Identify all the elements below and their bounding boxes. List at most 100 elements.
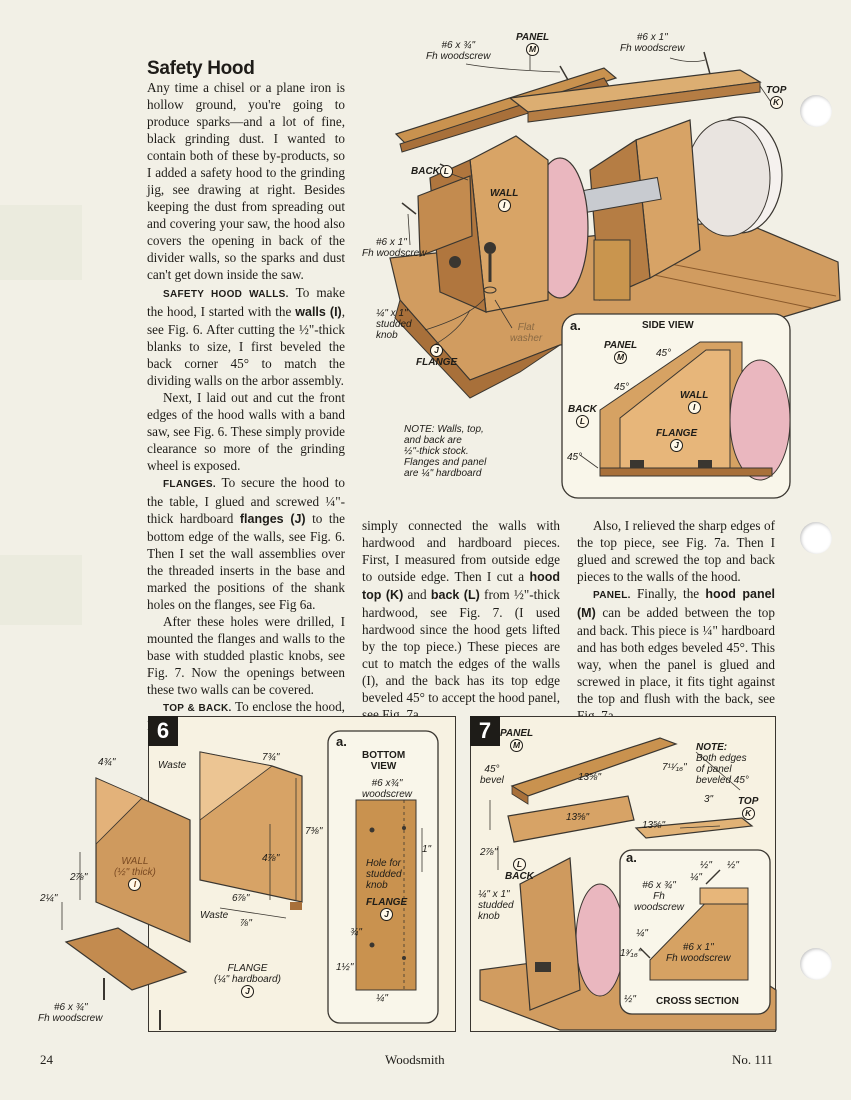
fig6-dim-label: 4¾" [98,757,116,768]
fig7-cross-title: CROSS SECTION [656,996,739,1007]
part-id-badge: L [575,415,589,428]
fig7-dim-label: 13⅝" [642,820,666,831]
run-in-head: SAFETY HOOD WALLS. [163,289,289,300]
fig6-flange [64,927,188,991]
fig7-back [507,795,635,843]
magazine-name: Woodsmith [385,1052,445,1067]
fig6-wall-label: WALL(½" thick)I [114,856,156,891]
binder-hole-bottom [800,948,832,980]
fig7-cross-dim: ½" [700,860,712,871]
hood-back-piece [417,175,473,257]
part-id-badge: M [526,43,540,56]
hood-panel [394,67,618,147]
binder-hole-top [800,95,832,127]
fig6-detail-letter: a. [336,734,347,749]
fig7-dim-label: 13⅝" [566,812,590,823]
paragraph: Also, I relieved the sharp edges of the … [577,518,775,584]
fig6-bottom-view-flange [355,799,417,991]
run-in-head: PANEL. [593,590,631,601]
part-id-badge: J [670,439,684,452]
margin-bleed-strip [0,555,82,625]
fig7-cross-dim: ¼" [636,928,648,939]
paragraph: simply connected the walls with hardwood… [362,518,561,722]
fig6-waste-label: Waste [200,910,229,921]
run-in-head: TOP & BACK. [163,703,232,714]
article-column-2: simply connected the walls with hardwood… [362,517,560,723]
binder-hole-middle [800,522,832,554]
part-id-badge: I [497,199,511,212]
fig7-dim-label: 2⅞" [480,847,498,858]
fig6-dim-label: ⅞" [240,918,252,929]
fig6-dim-label: 7¾" [262,752,280,763]
fig7-cross-dim: ¼" [690,872,702,883]
paragraph: After these holes were drilled, I mounte… [147,614,345,697]
article-heading: Safety Hood [147,58,255,79]
paragraph: Any time a chisel or a plane iron is hol… [147,80,345,282]
angle-label: 45° [567,452,583,463]
part-id-badge: I [128,878,142,891]
fig6-detail-dim: 1½" [336,962,354,973]
part-id-badge: I [687,401,701,414]
fig7-cross-screw2: #6 x 1"Fh woodscrew [666,942,731,964]
fig6-detail-dim: 1" [422,844,432,855]
fig7-bevel-label: 45°bevel [480,764,504,786]
fig7-cross-dim: ½" [624,994,636,1005]
part-id-badge: L [439,165,453,178]
fig6-detail-dim: ¼" [376,993,388,1004]
angle-label: 45° [614,382,630,393]
fig6-dim-label: 2⅞" [70,872,88,883]
fig7-dim-label: 13⅝" [578,772,602,783]
margin-bleed-strip [0,205,82,280]
fig6-dim-label: 6⅞" [232,893,250,904]
part-id-badge: J [240,985,254,998]
part-id-badge: M [614,351,628,364]
fig6-detail-dim: ¾" [350,927,362,938]
paragraph: FLANGES. To secure the hood to the table… [147,475,345,612]
fig6-screw-label: #6 x ¾"Fh woodscrew [38,1002,103,1024]
run-in-head: FLANGES. [163,479,216,490]
paragraph: Next, I laid out and cut the front edges… [147,390,345,473]
paragraph: PANEL. Finally, the hood panel (M) can b… [577,586,775,723]
fig7-cross-letter: a. [626,850,637,865]
screw-label-3: #6 x 1"Fh woodscrew [362,237,427,259]
side-view-title: SIDE VIEW [642,320,694,331]
part-id-badge: K [741,807,755,820]
fig7-top [634,817,754,839]
fig6-dim-label: 7⅜" [305,826,323,837]
fig7-dim-label: 3" [704,794,714,805]
fig6-flange-label: FLANGE(¼" hardboard)J [214,963,281,998]
page-number: 24 [40,1052,53,1067]
side-view-letter: a. [570,318,581,333]
figure-7-number: 7 [470,716,500,746]
fig7-cross-dim: ½" [727,860,739,871]
fig7-dim-label: 7¹¹⁄₁₆" [662,762,687,773]
figure-6-number: 6 [148,716,178,746]
angle-label: 45° [656,348,672,359]
fig6-dim-label: 4⅞" [262,853,280,864]
part-id-badge: J [430,344,444,357]
issue-number: No. 111 [732,1052,773,1067]
studded-knob [484,242,496,254]
part-id-badge: L [512,858,526,871]
article-column-1: Safety Hood Any time a chisel or a plane… [147,58,345,734]
fig6-dim-label: 2¼" [40,893,58,904]
